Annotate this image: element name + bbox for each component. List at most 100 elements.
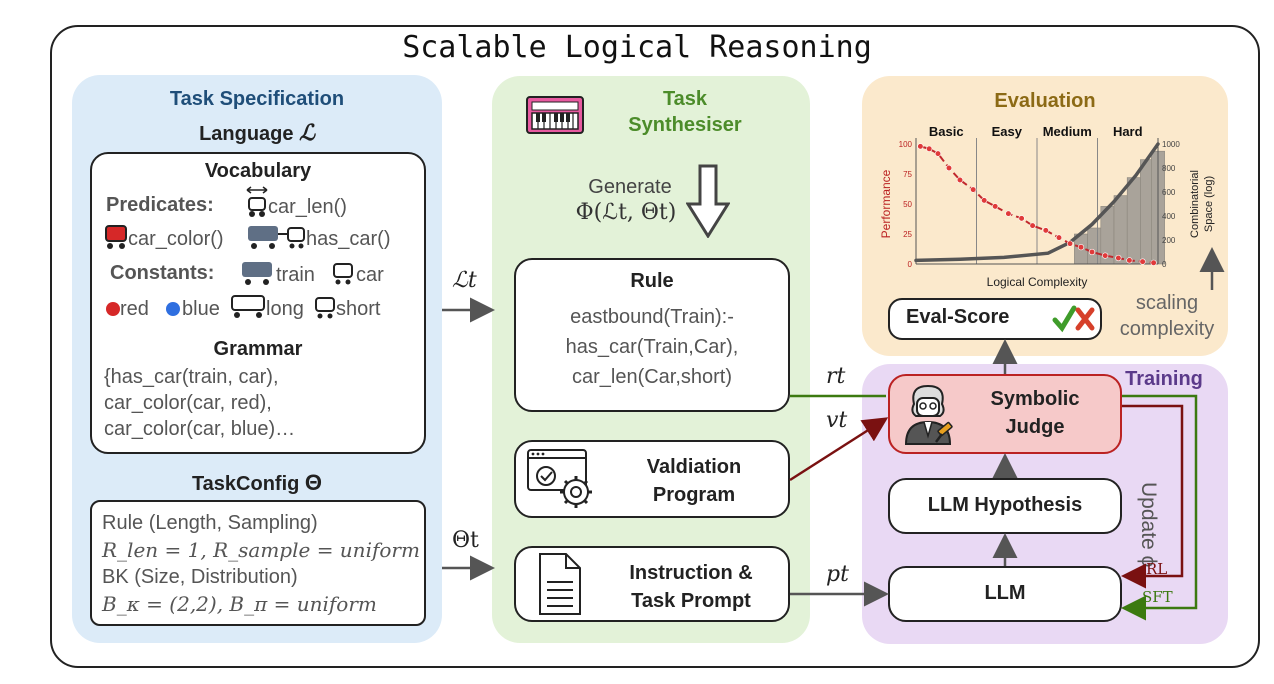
instruction-line1: Instruction & xyxy=(629,562,753,584)
sft-label: SFT xyxy=(1142,588,1173,606)
right-tick-label: 400 xyxy=(1162,212,1176,221)
grammar-line-2: car_color(car, red), xyxy=(104,392,272,414)
short-car-icon xyxy=(315,297,335,319)
cfg-rule-values: R_len = 1, R_sample = uniform xyxy=(102,538,420,562)
rl-loop-arrow xyxy=(1121,404,1184,589)
performance-point xyxy=(1042,227,1049,234)
evaluation-title: Evaluation xyxy=(994,90,1096,112)
cfg-rule-label: Rule (Length, Sampling) xyxy=(102,512,318,534)
outer-frame xyxy=(50,25,1260,668)
category-label: Basic xyxy=(929,124,964,139)
chart-dividers xyxy=(976,138,1098,264)
performance-point xyxy=(1102,252,1109,259)
performance-point xyxy=(1029,222,1036,229)
category-label: Hard xyxy=(1113,124,1143,139)
grammar-line-1: {has_car(train, car), xyxy=(104,366,279,388)
left-tick-label: 25 xyxy=(903,230,912,239)
red-dot-icon xyxy=(106,302,120,316)
instruction-line2: Task Prompt xyxy=(631,590,751,612)
right-tick-label: 0 xyxy=(1162,260,1167,269)
performance-point xyxy=(1088,248,1096,256)
constants-label: Constants: xyxy=(110,262,215,284)
long-car-icon xyxy=(231,295,265,318)
theta-t-label: Θt xyxy=(452,528,479,553)
performance-point xyxy=(970,186,977,193)
right-y-axis-label-line1: Combinatorial xyxy=(1189,170,1201,238)
scaling-line2: complexity xyxy=(1119,318,1215,340)
vt-arrow xyxy=(789,417,889,482)
blue-dot-icon xyxy=(166,302,180,316)
judge-icon xyxy=(904,384,953,445)
performance-point xyxy=(1115,254,1122,262)
llm-box xyxy=(888,566,1122,622)
performance-point xyxy=(1005,210,1012,217)
taskconfig-heading: TaskConfig Θ xyxy=(72,470,442,496)
pred-car-color: car_color() xyxy=(128,228,224,250)
car-color-icon xyxy=(105,225,127,249)
has-car-icon xyxy=(248,226,305,249)
language-heading: Language ℒ xyxy=(72,120,442,146)
spec-title: Task Specification xyxy=(169,88,345,110)
left-tick-label: 50 xyxy=(903,200,912,209)
const-long: long xyxy=(266,298,304,320)
language-label: Language xyxy=(199,123,294,145)
llm-label: LLM xyxy=(984,582,1026,604)
cfg-bk-values: B_κ = (2,2), B_π = uniform xyxy=(102,592,377,616)
training-title: Training xyxy=(1125,368,1203,390)
left-tick-label: 0 xyxy=(908,260,913,269)
const-red: red xyxy=(120,298,149,320)
performance-point xyxy=(945,164,953,172)
performance-point xyxy=(1126,257,1133,264)
left-tick-label: 100 xyxy=(899,140,913,149)
validation-gear-icon xyxy=(527,449,592,508)
performance-point xyxy=(1018,215,1025,222)
rt-label: rt xyxy=(826,364,846,389)
chart-axes xyxy=(915,138,1159,265)
rule-line-1: eastbound(Train):- xyxy=(570,306,734,328)
performance-point xyxy=(956,176,964,184)
cfg-bk-label: BK (Size, Distribution) xyxy=(102,566,298,588)
performance-point xyxy=(981,197,988,204)
eval-score-label: Eval-Score xyxy=(906,306,1010,328)
rl-label: RL xyxy=(1146,560,1168,578)
keyboard-synth-icon xyxy=(526,96,584,134)
right-tick-label: 200 xyxy=(1162,236,1176,245)
vocabulary-heading: Vocabulary xyxy=(204,160,312,182)
vt-label: vt xyxy=(826,408,848,433)
figure-title: Scalable Logical Reasoning xyxy=(0,30,1274,65)
pred-car-len: car_len() xyxy=(268,196,347,218)
validation-line1: Valdiation xyxy=(646,456,742,478)
right-tick-label: 1000 xyxy=(1162,140,1180,149)
rule-heading: Rule xyxy=(630,270,674,292)
pred-has-car: has_car() xyxy=(306,228,391,250)
left-tick-label: 75 xyxy=(903,170,912,179)
figure-title-text: Scalable Logical Reasoning xyxy=(394,30,880,65)
const-short: short xyxy=(336,298,381,320)
left-y-axis-label: Performance xyxy=(879,169,893,238)
const-train: train xyxy=(276,264,315,286)
scaling-line1: scaling xyxy=(1135,292,1199,314)
performance-point xyxy=(1055,234,1063,241)
taskconfig-symbol: Θ xyxy=(304,470,323,495)
performance-point xyxy=(1139,258,1146,265)
check-cross-icon xyxy=(1052,305,1095,333)
performance-point xyxy=(917,143,924,150)
generate-formula: Φ(ℒt, Θt) xyxy=(575,200,677,225)
llm-hypothesis-label: LLM Hypothesis xyxy=(927,494,1083,516)
generate-down-arrow-icon xyxy=(686,164,730,238)
generate-label: Generate xyxy=(588,176,672,198)
synth-title-line1: Task xyxy=(662,88,708,110)
rule-box xyxy=(514,258,790,412)
right-tick-label: 800 xyxy=(1162,164,1176,173)
category-label: Easy xyxy=(992,124,1023,139)
performance-point xyxy=(992,203,999,210)
x-axis-label: Logical Complexity xyxy=(987,275,1088,289)
pt-label: pt xyxy=(826,562,849,587)
train-icon xyxy=(242,262,272,285)
judge-line2: Judge xyxy=(1005,416,1065,438)
performance-point xyxy=(1066,240,1074,247)
judge-line1: Symbolic xyxy=(990,388,1080,410)
